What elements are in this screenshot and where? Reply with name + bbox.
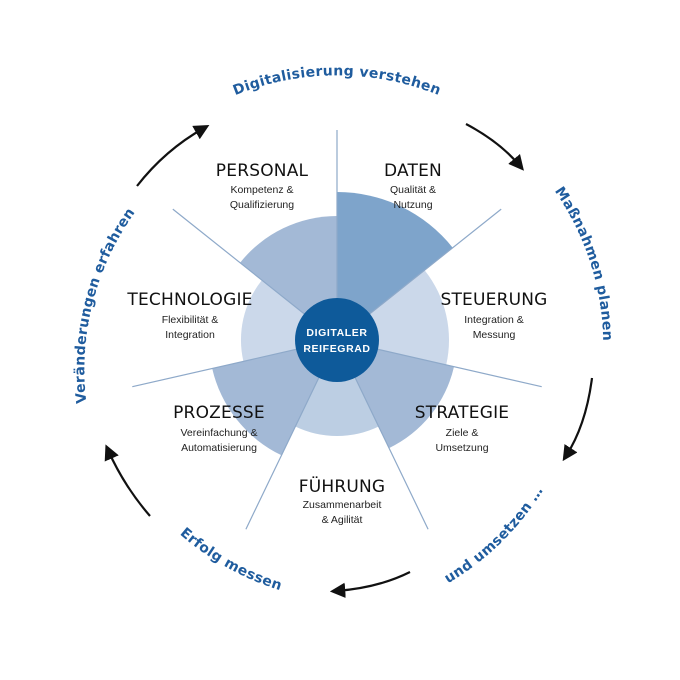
cycle-label-planen: Maßnahmen planen [551,184,615,341]
segment-daten: DATEN Qualität & Nutzung [384,161,442,211]
cycle-label-umsetzen: und umsetzen … [442,483,547,586]
segment-technologie: TECHNOLOGIE Flexibilität & Integration [126,290,252,341]
segment-title: STRATEGIE [415,403,509,423]
segment-title: PROZESSE [173,403,265,423]
segment-subtitle-line2: Nutzung [393,199,432,211]
segment-fuehrung: FÜHRUNG Zusammenarbeit & Agilität [299,475,386,526]
segment-subtitle-line1: Kompetenz & [230,184,293,196]
segment-title: TECHNOLOGIE [126,290,252,310]
segment-subtitle-line1: Vereinfachung & [180,427,257,439]
segment-title: DATEN [384,161,442,181]
segment-title: FÜHRUNG [299,475,386,497]
segment-subtitle-line2: & Agilität [322,514,363,526]
arrow-4 [104,444,151,517]
segment-fill-führung [295,340,379,437]
cycle-arrows [104,123,594,599]
segment-subtitle-line1: Flexibilität & [162,314,219,326]
segment-prozesse: PROZESSE Vereinfachung & Automatisierung [173,403,265,454]
segment-subtitle-line2: Qualifizierung [230,199,294,211]
segment-subtitle-line2: Integration [165,329,215,341]
segment-subtitle-line2: Automatisierung [181,442,257,454]
segment-strategie: STRATEGIE Ziele & Umsetzung [415,403,509,454]
segment-steuerung: STEUERUNG Integration & Messung [440,290,547,341]
segment-subtitle-line2: Umsetzung [435,442,488,454]
center-label-line1: DIGITALER [306,327,367,339]
center-disc [295,298,379,382]
segment-subtitle-line1: Ziele & [446,427,479,439]
arrow-2 [562,377,594,462]
segment-fill-prozesse [212,340,337,456]
arrow-1 [465,123,524,171]
cycle-label-verstehen: Digitalisierung verstehen [231,63,443,99]
segment-personal: PERSONAL Kompetenz & Qualifizierung [216,161,309,211]
center-label-line2: REIFEGRAD [303,343,370,355]
segment-subtitle-line1: Zusammenarbeit [303,499,382,511]
segment-subtitle-line1: Integration & [464,314,524,326]
segment-title: PERSONAL [216,161,309,181]
segment-subtitle-line1: Qualität & [390,184,436,196]
arrow-3 [329,571,411,599]
cycle-label-messen: Erfolg messen [177,525,284,594]
segment-fill-daten [337,192,453,340]
segment-subtitle-line2: Messung [473,329,516,341]
segment-title: STEUERUNG [440,290,547,310]
arrow-5 [136,124,210,187]
